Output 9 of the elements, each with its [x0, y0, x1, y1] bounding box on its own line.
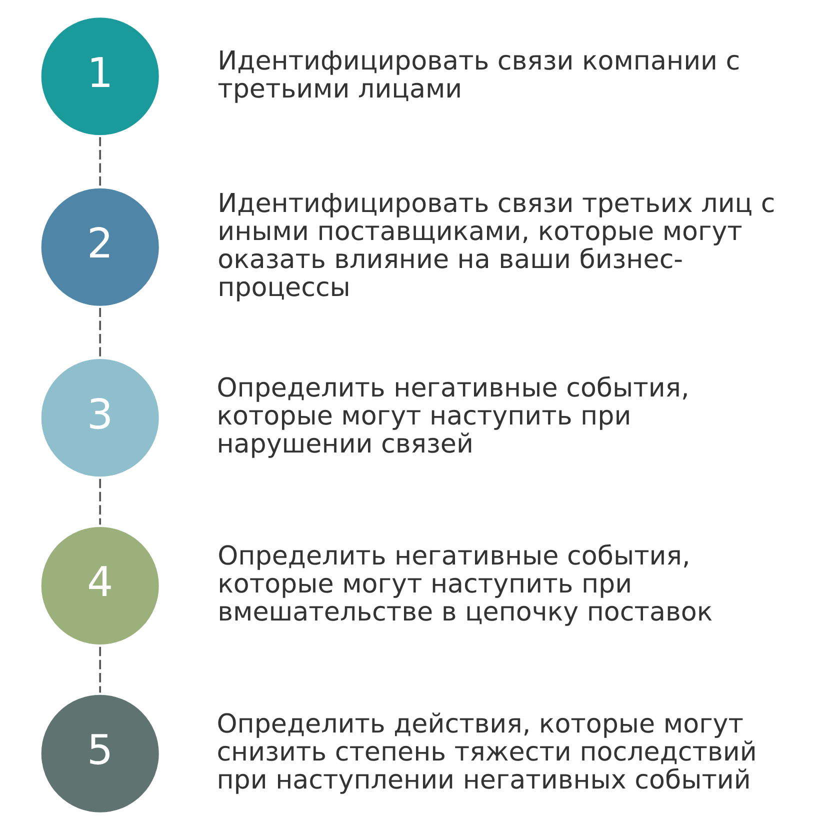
node-label: Определить действия, которые могут снизить степень тяжести последствий при наступлении негативных событий: [216, 710, 756, 796]
node-label: Идентифицировать связи третьих лиц с иными поставщиками, которые могут оказать влияние на ваши бизнес-процессы: [217, 189, 775, 303]
node-label: Определить негативные события, которые могут наступить при нарушении связей: [216, 374, 689, 460]
connector: [98, 137, 101, 186]
connector: [98, 646, 101, 693]
connector: [98, 308, 101, 358]
node-label: Идентифицировать связи компании с третьими лицами: [217, 46, 740, 104]
connector: [98, 478, 101, 525]
node-label: Определить негативные события, которые могут наступить при вмешательстве в цепочку поставок: [217, 542, 712, 628]
